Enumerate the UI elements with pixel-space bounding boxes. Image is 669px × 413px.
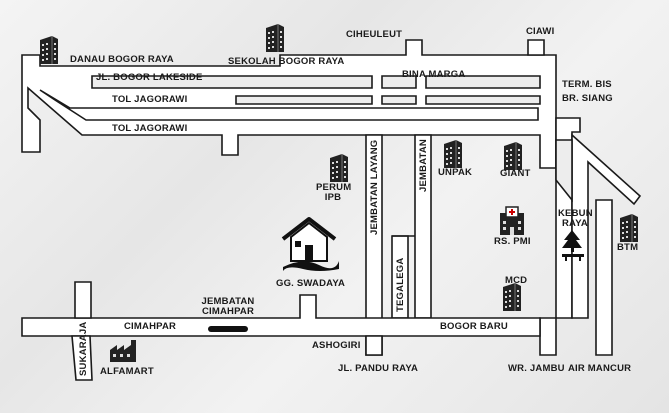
label-perum: PERUM xyxy=(316,182,352,193)
label-sekolah-bogor-raya: SEKOLAH BOGOR RAYA xyxy=(228,56,345,67)
label-jembatan-layang: JEMBATAN LAYANG xyxy=(369,139,380,235)
label-jembatan: JEMBATAN xyxy=(418,139,429,192)
label-giant: GIANT xyxy=(500,168,531,179)
label-alfamart: ALFAMART xyxy=(100,366,154,377)
office-building-icon xyxy=(329,153,349,183)
label-rs-pmi: RS. PMI xyxy=(494,236,531,247)
label-bogor-baru: BOGOR BARU xyxy=(440,321,508,332)
label-tegalega: TEGALEGA xyxy=(395,257,406,312)
label-term-bis: TERM. BIS xyxy=(562,79,612,90)
office-building-icon xyxy=(619,213,639,243)
label-ipb: IPB xyxy=(324,192,342,203)
office-building-icon xyxy=(39,35,59,65)
road-tol-jagorawi-diagonal xyxy=(39,89,539,121)
label-tol-jagorawi: TOL JAGORAWI xyxy=(112,123,188,134)
label-tol-jagorawi: TOL JAGORAWI xyxy=(112,94,188,105)
road-cimahpar xyxy=(21,294,541,337)
label-ciawi: CIAWI xyxy=(526,26,555,37)
park-icon xyxy=(562,230,584,261)
label-gg-swadaya: GG. SWADAYA xyxy=(276,278,346,289)
label-wr-jambu: WR. JAMBU xyxy=(508,363,565,374)
label-sukaraja: SUKARAJA xyxy=(78,321,89,376)
road-wr-jambu xyxy=(539,317,557,356)
office-building-icon xyxy=(502,282,522,312)
label-br-siang: BR. SIANG xyxy=(562,93,613,104)
factory-icon xyxy=(110,340,136,362)
road-air-mancur xyxy=(595,199,613,356)
road-sukaraja xyxy=(74,281,92,319)
label-cimahpar: CIMAHPAR xyxy=(124,321,177,332)
road-jl-pandu-raya xyxy=(365,335,383,356)
label-bina-marga: BINA MARGA xyxy=(402,69,466,80)
label-jl-bogor-lakeside: JL. BOGOR LAKESIDE xyxy=(96,72,203,83)
label-btm: BTM xyxy=(617,242,639,253)
label-mcd: MCD xyxy=(505,275,528,286)
label-jembatan-cimahpar: JEMBATAN xyxy=(201,296,255,307)
office-building-icon xyxy=(443,139,463,169)
hospital-icon xyxy=(500,206,524,235)
label-danau-bogor-raya: DANAU BOGOR RAYA xyxy=(70,54,174,65)
label-air-mancur: AIR MANCUR xyxy=(568,363,632,374)
label-ciheuleut: CIHEULEUT xyxy=(346,29,403,40)
road-term-bis xyxy=(571,133,642,319)
road-ciawi-top xyxy=(527,39,545,56)
label-ashogiri: ASHOGIRI xyxy=(312,340,361,351)
bridge-cimahpar xyxy=(208,326,248,332)
label-raya: RAYA xyxy=(562,218,588,229)
house-icon xyxy=(281,217,339,271)
label-jl-pandu-raya: JL. PANDU RAYA xyxy=(338,363,419,374)
road-sukaraja-lower xyxy=(71,335,93,381)
office-building-icon xyxy=(503,141,523,171)
office-building-icon xyxy=(265,23,285,53)
label-kebun: KEBUN xyxy=(558,208,593,219)
label-unpak: UNPAK xyxy=(438,167,473,178)
label-jembatan-cimahpar: CIMAHPAR xyxy=(201,306,255,317)
